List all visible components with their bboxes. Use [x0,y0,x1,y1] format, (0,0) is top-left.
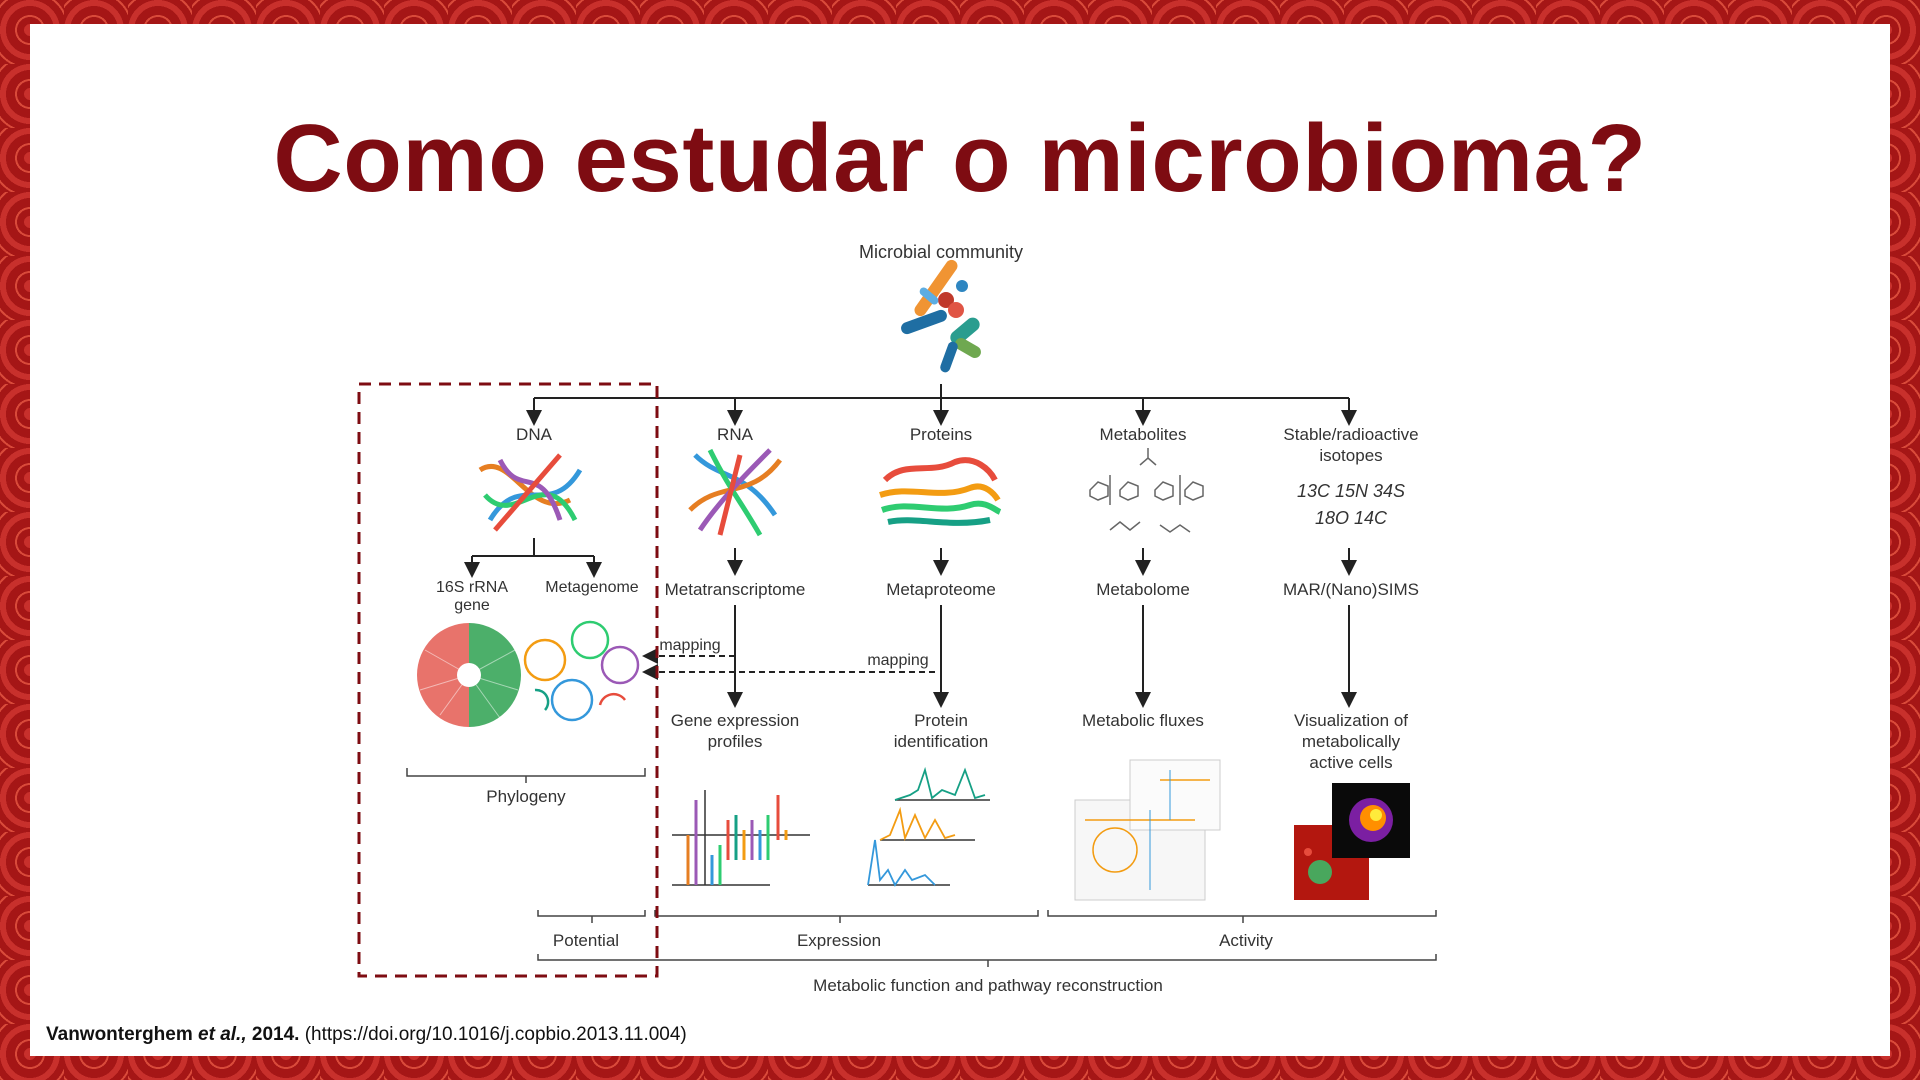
citation: Vanwonterghem et al., 2014. (https://doi… [46,1024,687,1046]
mapping-label-1: mapping [659,637,720,654]
nanosims-label: MAR/(Nano)SIMS [1283,580,1419,599]
isotopes-formula-1: 13C 15N 34S [1297,481,1405,501]
protein-spectra-icon [867,766,990,887]
slide-title: Como estudar o microbioma? [273,105,1647,212]
pathway-reconstruction-label: Metabolic function and pathway reconstru… [813,976,1163,995]
protein-id-label-2: identification [894,732,989,751]
visualization-label-3: active cells [1309,753,1392,772]
isotopes-formula-2: 18O 14C [1315,508,1388,528]
rrna-label-2: gene [454,597,490,614]
dna-helix-icon [478,453,583,532]
citation-year: 2014. [251,1024,300,1045]
metagenome-contigs-icon [523,620,640,722]
potential-label: Potential [553,931,619,950]
isotopes-label-2: isotopes [1319,446,1382,465]
visualization-label-2: metabolically [1302,732,1401,751]
metagenome-label: Metagenome [545,579,638,596]
phylogeny-bracket [406,768,646,777]
metabolites-label: Metabolites [1100,425,1187,444]
isotopes-label-1: Stable/radioactive [1283,425,1418,444]
branch-lines [526,384,1357,426]
citation-author: Vanwonterghem [46,1024,193,1045]
metabolome-label: Metabolome [1096,580,1190,599]
visualization-label-1: Visualization of [1294,711,1408,730]
phylogenetic-tree-icon [417,623,521,727]
slide-canvas [30,24,1890,1056]
dna-sub-branch [464,538,1357,578]
protein-structure-icon [879,457,1002,526]
microbial-community-icon [901,259,981,373]
activity-label: Activity [1219,931,1273,950]
mapping-label-2: mapping [867,652,928,669]
rna-strands-icon [688,448,782,537]
citation-doi: (https://doi.org/10.1016/j.copbio.2013.1… [304,1024,687,1045]
dna-highlight-box [357,382,659,978]
dna-label: DNA [516,425,553,444]
mapping-arrows [642,648,935,680]
metabolic-pathway-map-icon [1074,759,1221,901]
rna-label: RNA [717,425,754,444]
metatranscriptome-label: Metatranscriptome [665,580,806,599]
citation-etal: et al., [198,1024,247,1045]
metabolite-structures-icon [1089,448,1204,533]
gene-expression-label-2: profiles [708,732,763,751]
gene-expression-label-1: Gene expression [671,711,800,730]
metabolic-fluxes-label: Metabolic fluxes [1082,711,1204,730]
rrna-label-1: 16S rRNA [436,579,508,596]
expression-label: Expression [797,931,881,950]
root-label: Microbial community [859,242,1023,262]
proteins-label: Proteins [910,425,972,444]
category-brackets [537,910,1437,967]
output-arrows [727,605,1357,708]
phylogeny-label: Phylogeny [486,787,566,806]
gene-expression-chart-icon [672,790,810,886]
metaproteome-label: Metaproteome [886,580,996,599]
protein-id-label-1: Protein [914,711,968,730]
nanosims-images-icon [1294,783,1410,900]
